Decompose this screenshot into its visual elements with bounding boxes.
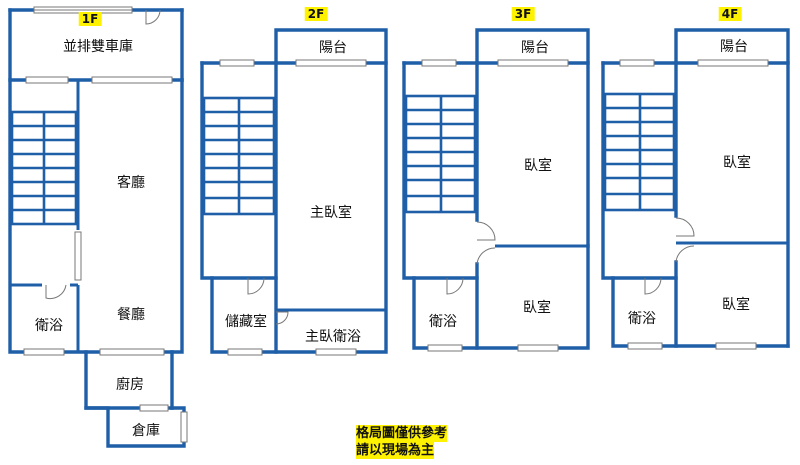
floor-1f-doors — [45, 9, 161, 300]
room-label-kitchen: 廚房 — [116, 377, 144, 393]
floor-4f-walls — [601, 28, 790, 348]
room-label-master-bath: 主臥衛浴 — [305, 329, 361, 345]
floor-1f-windows — [23, 6, 188, 443]
floor-4f-windows — [619, 59, 769, 350]
room-label-bedroom-3f-a: 臥室 — [524, 158, 552, 174]
room-label-garage: 並排雙車庫 — [63, 39, 133, 55]
reference-note: 格局圖僅供參考 請以現場為主 — [356, 425, 448, 459]
room-label-living: 客廳 — [117, 175, 145, 191]
room-label-balcony-3f: 陽台 — [521, 40, 549, 56]
floor-3f-windows — [421, 59, 569, 352]
reference-note-line-1: 格局圖僅供參考 — [356, 425, 448, 442]
room-label-bath-1f: 衛浴 — [35, 318, 63, 334]
floor-label-1f: 1F — [78, 12, 102, 26]
room-label-bedroom-4f-b: 臥室 — [722, 297, 750, 313]
floor-label-4f: 4F — [718, 7, 742, 21]
room-label-bath-3f: 衛浴 — [429, 314, 457, 330]
floor-3f-stairs — [404, 94, 477, 214]
room-label-bedroom-3f-b: 臥室 — [523, 300, 551, 316]
room-label-dining: 餐廳 — [117, 307, 145, 323]
floor-label-3f: 3F — [511, 7, 535, 21]
room-label-bath-4f: 衛浴 — [628, 311, 656, 327]
floor-1f-walls — [8, 8, 186, 448]
floor-2f-walls — [200, 28, 388, 354]
room-label-master-bedroom: 主臥室 — [310, 205, 352, 221]
floor-2f-stairs — [202, 96, 276, 216]
floor-3f-doors — [446, 221, 496, 295]
floor-4f-stairs — [603, 92, 676, 212]
room-label-storage-1f: 倉庫 — [132, 423, 160, 439]
room-label-balcony-2f: 陽台 — [319, 40, 347, 56]
floor-2f-windows — [219, 59, 367, 356]
floor-2f-doors — [247, 277, 289, 325]
floor-3f-walls — [402, 28, 590, 350]
floor-1f-stairs — [10, 110, 78, 226]
room-label-bedroom-4f-a: 臥室 — [723, 155, 751, 171]
floor-label-2f: 2F — [304, 7, 328, 21]
room-label-balcony-4f: 陽台 — [720, 39, 748, 55]
reference-note-line-2: 請以現場為主 — [356, 442, 435, 459]
room-label-storage-2f: 儲藏室 — [225, 314, 267, 330]
floor-4f-doors — [644, 217, 695, 295]
